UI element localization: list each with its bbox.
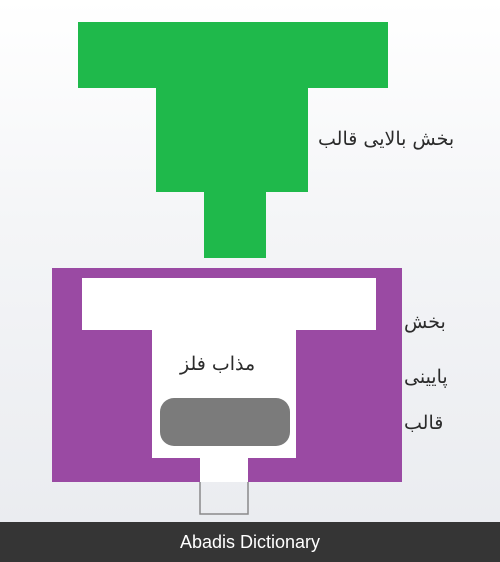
molten-metal-blob (160, 398, 290, 446)
footer-banner: Abadis Dictionary (0, 522, 500, 562)
molten-metal-label: مذاب فلز (180, 353, 256, 375)
mold-cavity (82, 278, 376, 482)
footer-text: Abadis Dictionary (179, 531, 321, 552)
lower-mold-label-line2: پایینی (404, 366, 448, 388)
lower-mold-label-line1: بخش (404, 311, 446, 333)
upper-mold-shape (78, 22, 388, 258)
lower-mold-label-line3: قالب (404, 412, 444, 434)
upper-mold-label: بخش بالایی قالب (318, 128, 455, 150)
diagram: بخش بالایی قالب بخش پایینی قالب مذاب فلز (52, 22, 455, 515)
mold-diagram (52, 22, 402, 515)
sprue-outline (199, 482, 249, 515)
